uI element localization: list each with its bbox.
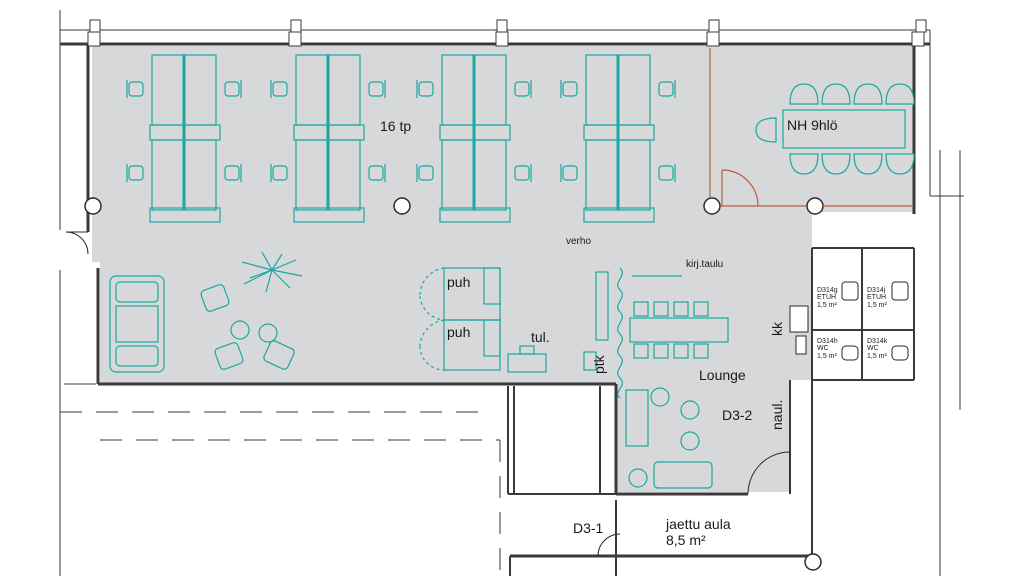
wc-size: 1,5 m² <box>867 301 887 309</box>
wc-type: WC <box>867 345 879 353</box>
wc-label: D314g ETUH 1,5 m² <box>817 287 838 309</box>
wc-code: D314j <box>867 287 886 294</box>
curtain-label: verho <box>566 236 592 247</box>
zone-label: D3-2 <box>722 407 753 423</box>
wc-size: 1,5 m² <box>867 352 887 360</box>
window-mullions <box>87 19 927 47</box>
door-swings <box>65 231 791 557</box>
workstations <box>149 54 655 223</box>
zone-other-label: D3-1 <box>573 520 604 536</box>
wc-code: D314k <box>867 338 888 345</box>
long-table <box>595 267 729 399</box>
lounge-furniture <box>109 251 713 489</box>
phone-booths <box>419 267 597 373</box>
wc-size: 1,5 m² <box>817 352 837 360</box>
lobby-label: jaettu aula <box>666 516 731 532</box>
meeting-room-label: NH 9hlö <box>787 117 838 133</box>
wc-size: 1,5 m² <box>817 301 837 309</box>
wc-code: D314g <box>817 287 838 294</box>
plant-icon <box>241 251 303 293</box>
lobby-area-label: 8,5 m² <box>666 532 706 548</box>
wc-label: D314j ETUH 1,5 m² <box>867 287 887 309</box>
wc-code: D314h <box>817 338 838 345</box>
wc-label: D314h WC 1,5 m² <box>817 338 838 360</box>
open-office-label: 16 tp <box>380 118 412 134</box>
coat-rack-label: naul. <box>769 399 785 430</box>
wc-type: ETUH <box>867 294 887 302</box>
wc-fixtures <box>789 281 909 361</box>
whiteboard-label: kirj.taulu <box>686 259 724 270</box>
printer-label: tul. <box>531 329 550 345</box>
dashed-outlines <box>59 411 501 576</box>
columns <box>84 197 824 571</box>
walls <box>59 10 964 576</box>
kitchen-label: kk <box>769 322 785 336</box>
meeting-room-partition <box>709 48 912 207</box>
phone-booth-1-label: puh <box>447 274 471 290</box>
floor-area <box>92 46 914 492</box>
meeting-table <box>755 83 915 175</box>
phone-booth-2-label: puh <box>447 324 471 340</box>
wc-type: ETUH <box>817 294 837 302</box>
office-chairs <box>126 80 676 182</box>
wc-type: WC <box>817 345 829 353</box>
wc-label: D314k WC 1,5 m² <box>867 338 887 360</box>
lounge-label: Lounge <box>699 367 746 383</box>
pantry-label: ptk <box>591 355 607 374</box>
